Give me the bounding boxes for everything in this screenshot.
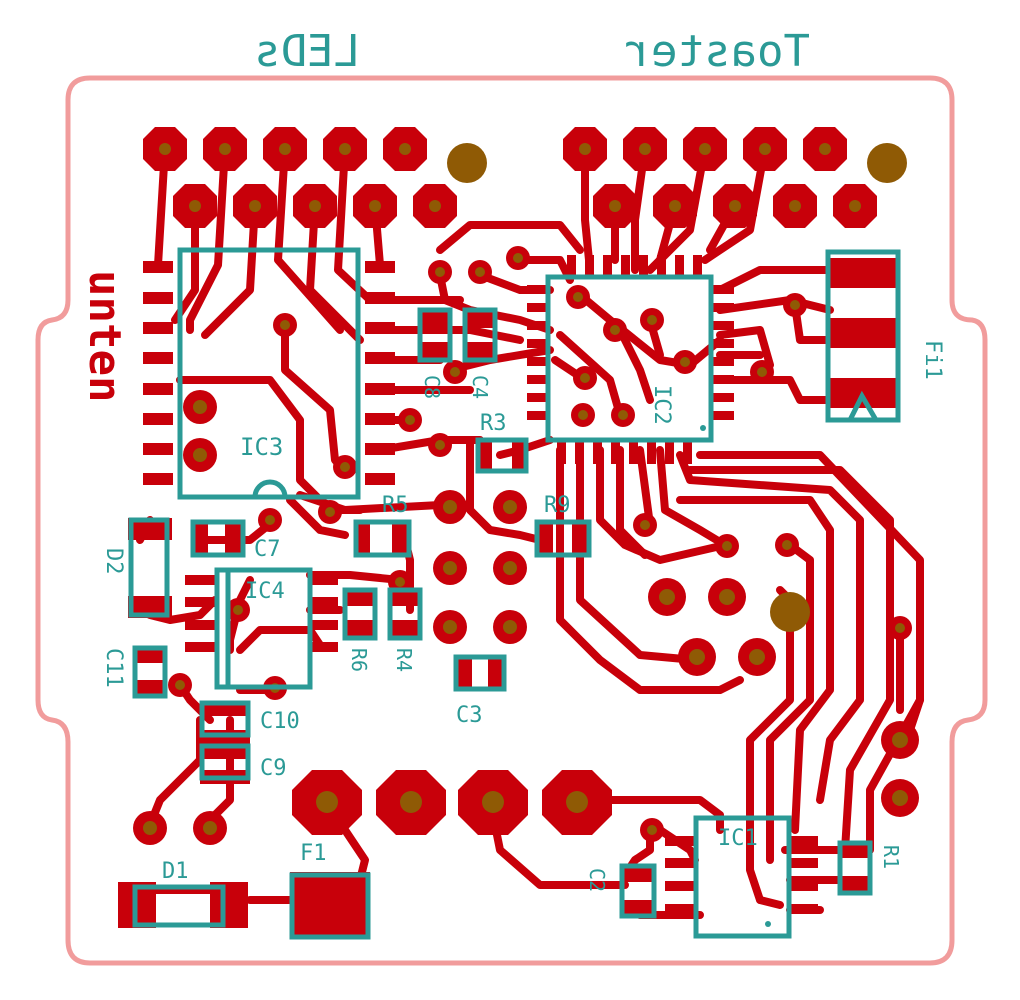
r9-label: R9: [544, 493, 571, 518]
leds-header: LEDs: [254, 26, 360, 77]
copper-traces: [136, 144, 924, 919]
c2-outline: [619, 863, 657, 919]
c11-outline: [132, 645, 168, 699]
toaster-header: Toaster: [625, 26, 810, 77]
c7-label: C7: [254, 537, 281, 562]
d1-label: D1: [162, 859, 189, 884]
ic1-label: IC1: [718, 826, 758, 851]
ic2-outline: [545, 274, 714, 443]
ic2-label: IC2: [649, 385, 674, 425]
r4-outline: [387, 587, 423, 641]
board-outline: [35, 75, 988, 966]
ic4-label: IC4: [245, 579, 285, 604]
d2-outline: [128, 517, 170, 618]
ic3-label: IC3: [240, 433, 283, 461]
r9-outline: [534, 519, 592, 558]
r3-label: R3: [480, 411, 507, 436]
ic3-outline: [177, 247, 361, 500]
c4-outline: [462, 307, 498, 363]
d2-label: D2: [101, 548, 126, 575]
c3-label: C3: [456, 703, 483, 728]
c11-label: C11: [101, 648, 126, 688]
c8-outline: [417, 307, 453, 363]
c9-label: C9: [260, 756, 287, 781]
c3-outline: [453, 654, 507, 692]
d1-outline: [132, 884, 226, 928]
drill-holes: [143, 143, 908, 835]
r1-outline: [837, 840, 873, 896]
c7-outline: [190, 519, 246, 558]
r6-label: R6: [347, 648, 371, 672]
f1-label: F1: [300, 841, 327, 866]
r1-label: R1: [879, 845, 903, 869]
f1-outline: [289, 872, 371, 940]
r5-outline: [353, 519, 412, 558]
fi1-outline: [825, 249, 901, 423]
r5-label: R5: [382, 493, 409, 518]
ic4-outline: [214, 567, 313, 690]
c10-outline: [199, 700, 251, 738]
unten-label: unten: [79, 270, 130, 402]
r4-label: R4: [392, 648, 416, 672]
r6-outline: [342, 587, 378, 641]
silkscreen-outlines: [128, 247, 901, 940]
c9-outline: [199, 743, 251, 781]
c10-label: C10: [260, 709, 300, 734]
c4-label: C4: [468, 375, 492, 399]
r3-outline: [475, 437, 529, 474]
fi1-label: Fi1: [920, 340, 945, 380]
c8-label: C8: [420, 375, 444, 399]
ic1-outline: [693, 815, 792, 939]
c2-label: C2: [585, 868, 609, 892]
